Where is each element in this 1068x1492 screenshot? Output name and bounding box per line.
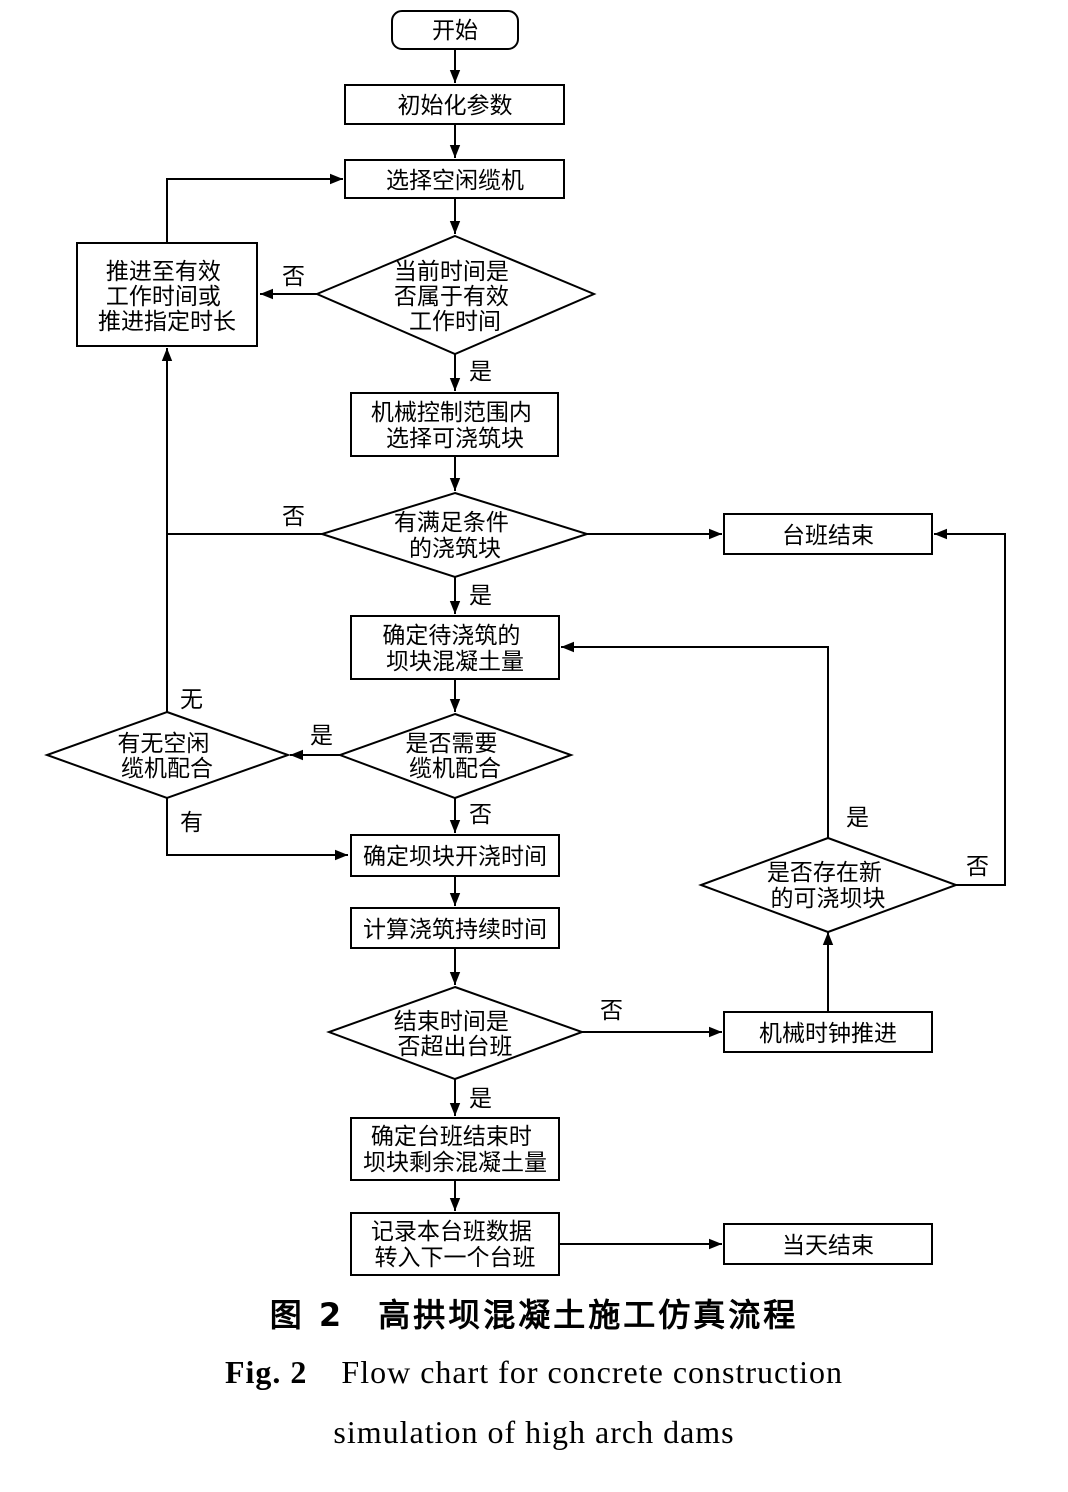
figure-title-en-line2: simulation of high arch dams <box>333 1414 735 1450</box>
node-select-block: 机械控制范围内 选择可浇筑块 <box>350 392 559 457</box>
figure-number-en: Fig. 2 <box>224 1354 308 1390</box>
node-shift-end-text: 台班结束 <box>782 523 874 549</box>
node-duration: 计算浇筑持续时间 <box>350 907 560 949</box>
node-new-block: 是否存在新 的可浇坝块 <box>698 836 959 934</box>
node-idle-coop: 有无空闲 缆机配合 <box>44 710 291 800</box>
node-new-block-text: 是否存在新 的可浇坝块 <box>767 860 889 912</box>
node-valid-time: 当前时间是 否属于有效 工作时间 <box>314 234 597 356</box>
node-need-coop-text: 是否需要 缆机配合 <box>405 731 504 782</box>
edge-idlecoop-starttime <box>166 798 348 861</box>
node-select-block-text: 机械控制范围内 选择可浇筑块 <box>371 400 539 452</box>
node-has-block: 有满足条件 的浇筑块 <box>318 491 591 579</box>
node-determine-volume-text: 确定待浇筑的 坝块混凝土量 <box>382 623 527 675</box>
node-start-time: 确定坝块开浇时间 <box>350 834 560 877</box>
node-start-time-text: 确定坝块开浇时间 <box>363 844 547 870</box>
figure-title-en-line1: Flow chart for concrete construction <box>341 1354 844 1390</box>
node-day-end: 当天结束 <box>723 1223 933 1265</box>
node-shift-end: 台班结束 <box>723 513 933 555</box>
node-remaining: 确定台班结束时 坝块剩余混凝土量 <box>350 1117 560 1181</box>
node-start: 开始 <box>391 10 519 50</box>
figure-caption-en-line2: simulation of high arch dams <box>0 1414 1068 1451</box>
label-validtime-no: 否 <box>282 264 305 290</box>
figure-caption-en-line1: Fig. 2 Flow chart for concrete constructi… <box>0 1354 1068 1391</box>
edges <box>161 49 1006 1250</box>
edge-advance-select <box>166 173 343 243</box>
node-select-crane-text: 选择空闲缆机 <box>386 168 524 194</box>
label-needcoop-no: 否 <box>469 802 492 828</box>
node-determine-volume: 确定待浇筑的 坝块混凝土量 <box>350 615 560 680</box>
edge-newblock-shiftend <box>934 528 1006 886</box>
node-record-text: 记录本台班数据 转入下一个台班 <box>371 1219 539 1271</box>
label-exceed-yes: 是 <box>469 1086 492 1112</box>
node-record: 记录本台班数据 转入下一个台班 <box>350 1212 560 1276</box>
node-has-block-text: 有满足条件 的浇筑块 <box>394 510 516 562</box>
node-clock-advance: 机械时钟推进 <box>723 1011 933 1053</box>
node-day-end-text: 当天结束 <box>782 1233 874 1259</box>
node-valid-time-text: 当前时间是 否属于有效 工作时间 <box>394 259 516 335</box>
label-newblock-yes: 是 <box>846 805 869 831</box>
label-newblock-no: 否 <box>966 854 989 880</box>
node-select-crane: 选择空闲缆机 <box>344 159 565 199</box>
node-exceed-shift: 结束时间是 否超出台班 <box>326 985 585 1081</box>
node-remaining-text: 确定台班结束时 坝块剩余混凝土量 <box>363 1124 547 1176</box>
node-need-coop: 是否需要 缆机配合 <box>337 712 574 800</box>
node-start-text: 开始 <box>432 18 478 44</box>
edge-labels: 否 是 否 是 无 是 有 否 是 否 否 是 <box>180 264 989 1112</box>
node-advance-time-text: 推进至有效 工作时间或 推进指定时长 <box>98 259 236 335</box>
figure-caption-cn: 图 2 高拱坝混凝土施工仿真流程 <box>0 1290 1068 1336</box>
figure-number-cn: 图 2 <box>269 1296 345 1334</box>
node-duration-text: 计算浇筑持续时间 <box>363 917 547 943</box>
label-hasblock-no: 否 <box>282 504 305 530</box>
edge-newblock-volume <box>561 641 829 838</box>
node-init: 初始化参数 <box>344 84 565 125</box>
label-hasblock-yes: 是 <box>469 583 492 609</box>
figure-title-cn: 高拱坝混凝土施工仿真流程 <box>378 1296 799 1334</box>
label-idlecoop-have: 有 <box>180 810 203 836</box>
label-exceed-no: 否 <box>600 998 623 1024</box>
label-idlecoop-none: 无 <box>180 687 203 713</box>
node-advance-time: 推进至有效 工作时间或 推进指定时长 <box>76 242 258 347</box>
node-exceed-shift-text: 结束时间是 否超出台班 <box>394 1009 516 1060</box>
node-clock-advance-text: 机械时钟推进 <box>759 1021 897 1047</box>
node-init-text: 初始化参数 <box>398 93 513 119</box>
flowchart: 开始 初始化参数 选择空闲缆机 推进至有效 工作时间或 推进指定时长 当前时间是… <box>44 10 1006 1276</box>
label-needcoop-yes: 是 <box>310 723 333 749</box>
node-idle-coop-text: 有无空闲 缆机配合 <box>117 731 216 782</box>
label-validtime-yes: 是 <box>469 359 492 385</box>
